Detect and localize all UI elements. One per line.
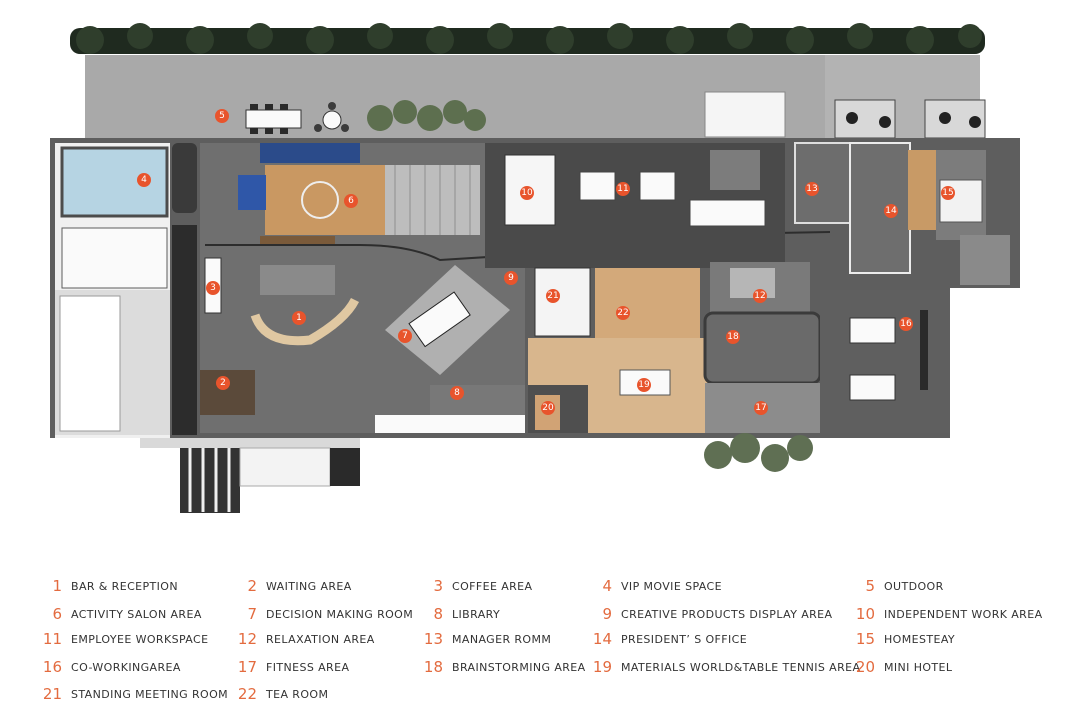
legend-label: CREATIVE PRODUCTS DISPLAY AREA [621, 607, 833, 621]
plan-marker: 5 [215, 109, 229, 123]
legend-number: 17 [237, 658, 257, 676]
tea-room-floor [595, 268, 700, 338]
legend-number: 2 [247, 577, 257, 595]
legend-item: 15 HOMESTEAY [853, 629, 955, 649]
legend-label: MATERIALS WORLD&TABLE TENNIS AREA [621, 660, 861, 674]
legend-number: 3 [433, 577, 443, 595]
legend-number: 9 [602, 605, 612, 623]
plan-marker: 22 [616, 306, 630, 320]
plan-legend: 1 BAR & RECEPTION 2 WAITING AREA 3 COFFEE A… [0, 570, 1080, 710]
legend-item: 22 TEA ROOM [235, 684, 328, 704]
legend-number: 6 [52, 605, 62, 623]
bar-counter [250, 297, 360, 346]
legend-number: 1 [52, 577, 62, 595]
legend-item: 11 EMPLOYEE WORKSPACE [40, 629, 208, 649]
legend-label: DECISION MAKING ROOM [266, 607, 414, 621]
legend-item: 6 ACTIVITY SALON AREA [40, 604, 202, 624]
hedge-trees [70, 23, 985, 54]
legend-label: MANAGER ROMM [452, 632, 552, 646]
legend-label: FITNESS AREA [266, 660, 350, 674]
legend-label: BAR & RECEPTION [71, 579, 178, 593]
legend-number: 21 [42, 685, 62, 703]
legend-number: 4 [602, 577, 612, 595]
plan-marker: 9 [504, 271, 518, 285]
legend-item: 17 FITNESS AREA [235, 657, 349, 677]
floor-plan [50, 23, 1020, 513]
plan-marker: 19 [637, 378, 651, 392]
legend-item: 7 DECISION MAKING ROOM [235, 604, 413, 624]
legend-number: 5 [865, 577, 875, 595]
legend-number: 8 [433, 605, 443, 623]
legend-label: LIBRARY [452, 607, 501, 621]
plan-marker: 1 [292, 311, 306, 325]
legend-item: 8 LIBRARY [421, 604, 500, 624]
legend-label: TEA ROOM [266, 687, 329, 701]
plan-marker: 10 [520, 186, 534, 200]
legend-label: HOMESTEAY [884, 632, 956, 646]
legend-number: 14 [592, 630, 612, 648]
legend-number: 13 [423, 630, 443, 648]
plan-marker: 16 [899, 317, 913, 331]
legend-item: 4 VIP MOVIE SPACE [590, 576, 722, 596]
plan-marker-layer: 1 2 3 4 5 6 7 8 9 10 11 12 13 14 15 16 1… [137, 109, 955, 415]
legend-label: MINI HOTEL [884, 660, 953, 674]
plan-marker: 13 [805, 182, 819, 196]
legend-item: 13 MANAGER ROMM [421, 629, 551, 649]
activity-salon-floor [265, 165, 385, 235]
legend-number: 22 [237, 685, 257, 703]
legend-label: EMPLOYEE WORKSPACE [71, 632, 209, 646]
legend-label: COFFEE AREA [452, 579, 533, 593]
legend-number: 18 [423, 658, 443, 676]
plan-marker: 6 [344, 194, 358, 208]
plan-marker: 21 [546, 289, 560, 303]
legend-label: OUTDOOR [884, 579, 944, 593]
legend-label: PRESIDENT’ S OFFICE [621, 632, 748, 646]
legend-item: 18 BRAINSTORMING AREA [421, 657, 586, 677]
plan-marker: 15 [941, 186, 955, 200]
legend-number: 15 [855, 630, 875, 648]
plan-marker: 2 [216, 376, 230, 390]
outdoor-pavement [85, 55, 825, 140]
legend-label: VIP MOVIE SPACE [621, 579, 722, 593]
legend-label: INDEPENDENT WORK AREA [884, 607, 1043, 621]
plan-marker: 4 [137, 173, 151, 187]
plan-marker: 11 [616, 182, 630, 196]
legend-label: ACTIVITY SALON AREA [71, 607, 202, 621]
legend-number: 19 [592, 658, 612, 676]
legend-label: CO-WORKINGAREA [71, 660, 181, 674]
legend-item: 2 WAITING AREA [235, 576, 352, 596]
legend-item: 1 BAR & RECEPTION [40, 576, 178, 596]
legend-item: 19 MATERIALS WORLD&TABLE TENNIS AREA [590, 657, 860, 677]
plan-marker: 3 [206, 281, 220, 295]
plan-marker: 12 [753, 289, 767, 303]
plan-marker: 17 [754, 401, 768, 415]
planter-trees [367, 100, 486, 131]
legend-label: BRAINSTORMING AREA [452, 660, 586, 674]
plan-marker: 20 [541, 401, 555, 415]
legend-number: 11 [42, 630, 62, 648]
legend-item: 3 COFFEE AREA [421, 576, 532, 596]
legend-item: 20 MINI HOTEL [853, 657, 952, 677]
plan-marker: 7 [398, 329, 412, 343]
legend-number: 7 [247, 605, 257, 623]
legend-item: 14 PRESIDENT’ S OFFICE [590, 629, 747, 649]
legend-number: 20 [855, 658, 875, 676]
plan-marker: 8 [450, 386, 464, 400]
legend-label: STANDING MEETING ROOM [71, 687, 229, 701]
legend-number: 16 [42, 658, 62, 676]
legend-item: 12 RELAXATION AREA [235, 629, 375, 649]
legend-number: 12 [237, 630, 257, 648]
bottom-trees [704, 433, 813, 472]
legend-item: 21 STANDING MEETING ROOM [40, 684, 228, 704]
legend-item: 9 CREATIVE PRODUCTS DISPLAY AREA [590, 604, 832, 624]
legend-number: 10 [855, 605, 875, 623]
legend-item: 5 OUTDOOR [853, 576, 944, 596]
plan-marker: 18 [726, 330, 740, 344]
legend-item: 16 CO-WORKINGAREA [40, 657, 181, 677]
legend-label: RELAXATION AREA [266, 632, 375, 646]
legend-label: WAITING AREA [266, 579, 352, 593]
plan-marker: 14 [884, 204, 898, 218]
legend-item: 10 INDEPENDENT WORK AREA [853, 604, 1043, 624]
floor-plan-drawing [50, 23, 1020, 513]
